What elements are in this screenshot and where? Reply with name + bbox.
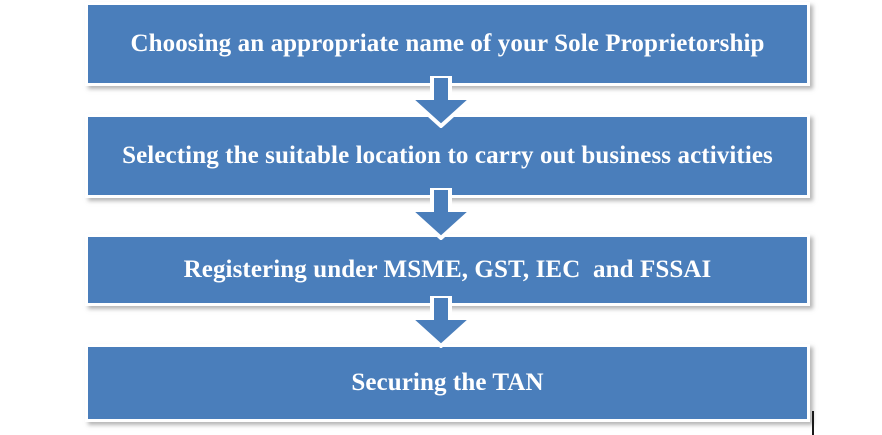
arrow-down-icon (406, 76, 476, 128)
text-caret-artifact (812, 411, 814, 435)
flowchart-step-4-label: Securing the TAN (351, 369, 544, 396)
flowchart-step-4[interactable]: Securing the TAN (85, 344, 810, 422)
flowchart-step-2-label: Selecting the suitable location to carry… (122, 142, 773, 169)
arrow-down-icon (406, 188, 476, 240)
flowchart-step-1[interactable]: Choosing an appropriate name of your Sol… (85, 2, 810, 86)
flowchart-step-3-label: Registering under MSME, GST, IEC and FSS… (183, 256, 712, 283)
flowchart-step-3[interactable]: Registering under MSME, GST, IEC and FSS… (85, 234, 810, 306)
flowchart-step-1-label: Choosing an appropriate name of your Sol… (130, 30, 765, 57)
arrow-down-icon (406, 296, 476, 348)
flowchart-step-2[interactable]: Selecting the suitable location to carry… (85, 114, 810, 198)
